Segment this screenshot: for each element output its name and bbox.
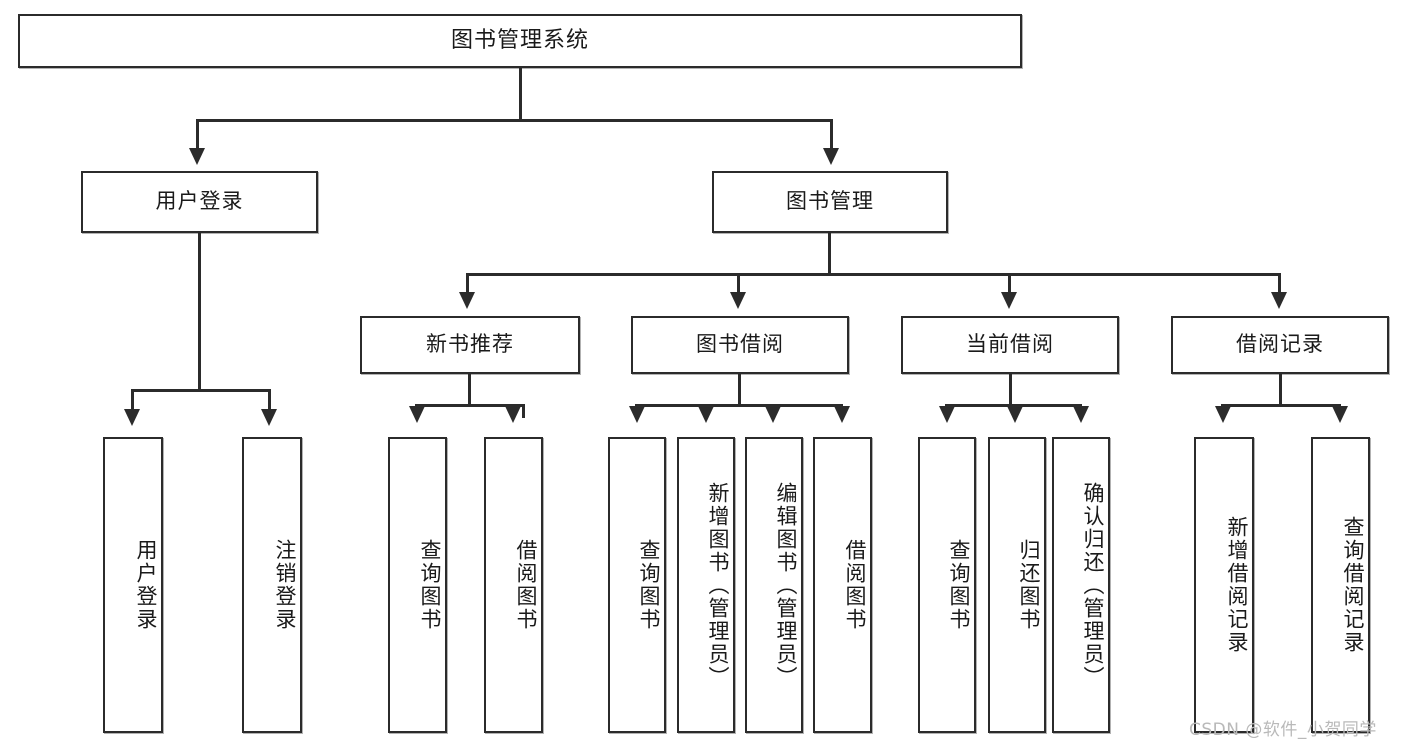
arrow-br-to-leaf-2 [1332, 406, 1348, 423]
edge-bm-to-current-borrow [1008, 273, 1011, 295]
node-label: 用户登录 [134, 539, 158, 631]
arrow-bb-to-leaf-2 [698, 406, 714, 423]
edge-root-stem [519, 68, 522, 120]
arrow-bm-to-current-borrow [1001, 292, 1017, 309]
leaf-br-add-record[interactable]: 新增借阅记录 [1194, 437, 1254, 733]
node-label: 查询图书 [418, 539, 442, 631]
node-label: 新增借阅记录 [1225, 516, 1249, 654]
node-label: 用户登录 [155, 189, 244, 214]
leaf-cb-return-book[interactable]: 归还图书 [988, 437, 1046, 733]
edge-bb-stem [738, 374, 741, 406]
node-borrow-record[interactable]: 借阅记录 [1171, 316, 1389, 374]
leaf-user-login[interactable]: 用户登录 [103, 437, 163, 733]
edge-user-login-bus [131, 389, 270, 392]
node-user-login[interactable]: 用户登录 [81, 171, 318, 233]
node-label: 图书管理 [786, 189, 874, 214]
node-label: 图书借阅 [696, 332, 784, 357]
node-current-borrow[interactable]: 当前借阅 [901, 316, 1119, 374]
node-label: 当前借阅 [966, 332, 1054, 357]
arrow-nbr-to-leaf-2 [505, 406, 521, 423]
arrow-cb-to-leaf-3 [1073, 406, 1089, 423]
arrow-bb-to-leaf-3 [765, 406, 781, 423]
edge-user-login-stem [198, 233, 201, 391]
arrow-cb-to-leaf-2 [1007, 406, 1023, 423]
arrow-nbr-to-leaf-1 [409, 406, 425, 423]
arrow-cb-to-leaf-1 [939, 406, 955, 423]
node-new-book-recommend[interactable]: 新书推荐 [360, 316, 580, 374]
edge-root-bus [196, 119, 833, 122]
edge-nbr-stem [468, 374, 471, 406]
arrow-user-login-to-leaf-2 [261, 409, 277, 426]
edge-user-login-to-leaf-2 [268, 389, 271, 411]
edge-book-management-bus [466, 273, 1278, 276]
edge-user-login-to-leaf-1 [131, 389, 134, 411]
edge-nbr-to-leaf-2 [522, 404, 525, 418]
leaf-br-query-record[interactable]: 查询借阅记录 [1311, 437, 1370, 733]
edge-root-to-user-login [196, 119, 199, 151]
arrow-user-login-to-leaf-1 [124, 409, 140, 426]
arrow-bb-to-leaf-4 [834, 406, 850, 423]
leaf-nbr-borrow-book[interactable]: 借阅图书 [484, 437, 543, 733]
arrow-br-to-leaf-1 [1215, 406, 1231, 423]
node-root-book-management-system[interactable]: 图书管理系统 [18, 14, 1022, 68]
leaf-logout-login[interactable]: 注销登录 [242, 437, 302, 733]
node-label: 查询图书 [947, 539, 971, 631]
edge-book-management-stem [828, 233, 831, 275]
node-label: 借阅记录 [1236, 332, 1324, 357]
edge-bb-bus [635, 404, 843, 407]
leaf-cb-confirm-return-admin[interactable]: 确认归还（管理员） [1052, 437, 1110, 733]
edge-cb-stem [1009, 374, 1012, 406]
node-label: 借阅图书 [514, 539, 538, 631]
arrow-bm-to-book-borrow [730, 292, 746, 309]
arrow-root-to-book-management [823, 148, 839, 165]
edge-bm-to-book-borrow [737, 273, 740, 295]
arrow-bm-to-borrow-record [1271, 292, 1287, 309]
node-label: 归还图书 [1017, 539, 1041, 631]
node-label: 编辑图书（管理员） [774, 481, 798, 689]
leaf-nbr-query-book[interactable]: 查询图书 [388, 437, 447, 733]
node-label: 注销登录 [273, 539, 297, 631]
node-label: 借阅图书 [843, 539, 867, 631]
leaf-bb-add-book-admin[interactable]: 新增图书（管理员） [677, 437, 735, 733]
leaf-cb-query-book[interactable]: 查询图书 [918, 437, 976, 733]
edge-nbr-bus [415, 404, 525, 407]
node-label: 新增图书（管理员） [706, 481, 730, 689]
node-label: 图书管理系统 [450, 27, 589, 53]
node-label: 查询图书 [637, 539, 661, 631]
arrow-root-to-user-login [189, 148, 205, 165]
leaf-bb-edit-book-admin[interactable]: 编辑图书（管理员） [745, 437, 803, 733]
arrow-bm-to-new-book [459, 292, 475, 309]
edge-br-bus [1221, 404, 1341, 407]
leaf-bb-query-book[interactable]: 查询图书 [608, 437, 666, 733]
edge-br-stem [1279, 374, 1282, 406]
leaf-bb-borrow-book[interactable]: 借阅图书 [813, 437, 872, 733]
node-label: 新书推荐 [426, 332, 514, 357]
node-label: 查询借阅记录 [1341, 516, 1365, 654]
node-label: 确认归还（管理员） [1081, 481, 1105, 689]
node-book-borrow[interactable]: 图书借阅 [631, 316, 849, 374]
arrow-bb-to-leaf-1 [629, 406, 645, 423]
edge-bm-to-new-book [466, 273, 469, 295]
node-book-management[interactable]: 图书管理 [712, 171, 948, 233]
edge-root-to-book-management [830, 119, 833, 151]
edge-bm-to-borrow-record [1278, 273, 1281, 295]
